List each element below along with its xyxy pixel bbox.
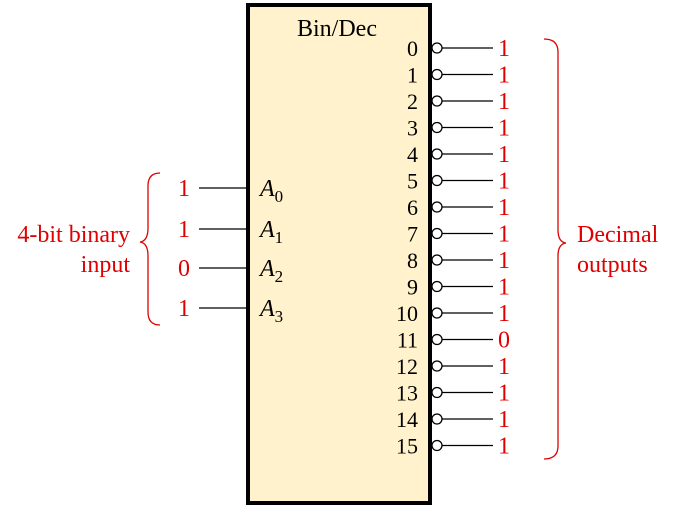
inversion-bubble [431,333,443,346]
input-brace [139,172,161,326]
output-pin-12: 12 1 [396,354,510,380]
output-value: 0 [498,328,510,354]
output-pin-13: 13 1 [396,381,510,407]
inversion-bubble [431,307,443,319]
output-value: 1 [498,275,510,301]
input-value: 1 [178,296,190,322]
inversion-bubble [431,360,443,372]
output-pin-label: 5 [407,169,418,194]
input-pin-A1: 1 A1 [178,217,283,247]
output-pin-label: 14 [396,407,418,432]
inversion-bubble [431,413,443,425]
output-pin-label: 3 [407,116,418,141]
output-value: 1 [498,222,510,248]
output-pin-label: 12 [396,354,418,379]
output-pin-label: 9 [407,275,418,300]
decoder-chip-body [246,3,432,505]
output-pin-label: 10 [396,301,418,326]
output-pin-label: 0 [407,36,418,61]
output-value: 1 [498,142,510,168]
output-value: 1 [498,63,510,89]
input-pin-A3: 1 A3 [178,296,283,326]
output-value: 1 [498,381,510,407]
inversion-bubble [431,121,443,134]
output-value: 1 [498,407,510,433]
chip-title: Bin/Dec [297,16,377,42]
output-pin-label: 15 [396,434,418,459]
inversion-bubble [431,201,443,213]
input-pin-A0: 1 A0 [178,176,283,206]
output-label-line2: outputs [577,252,648,278]
output-brace [543,38,567,460]
output-pin-10: 10 1 [396,301,510,327]
inversion-bubble [431,386,443,399]
output-pin-label: 1 [407,63,418,88]
output-pin-label: 8 [407,248,418,273]
output-value: 1 [498,354,510,380]
output-pin-15: 15 1 [396,434,510,460]
output-value: 1 [498,248,510,274]
output-value: 1 [498,116,510,142]
inversion-bubble [431,439,443,452]
inversion-bubble [431,280,443,293]
input-pin-label: A0 [258,176,283,206]
output-value: 1 [498,301,510,327]
output-pin-label: 11 [397,328,418,353]
output-value: 1 [498,434,510,460]
input-value: 0 [178,256,190,282]
inversion-bubble [431,148,443,160]
input-pin-A2: 0 A2 [178,256,283,286]
output-value: 1 [498,36,510,62]
output-pin-label: 13 [396,381,418,406]
input-pin-label: A2 [258,256,283,286]
output-value: 1 [498,89,510,115]
output-value: 1 [498,169,510,195]
output-pin-11: 11 0 [397,328,510,354]
input-pin-label: A3 [258,296,283,326]
inversion-bubble [431,68,443,81]
input-label-line1: 4-bit binary [17,222,130,248]
output-pin-label: 2 [407,89,418,114]
output-value: 1 [498,195,510,221]
input-label-line2: input [81,252,131,278]
inversion-bubble [431,227,443,240]
input-value: 1 [178,217,190,243]
output-label-line1: Decimal [577,222,659,248]
output-pin-label: 4 [407,142,418,167]
inversion-bubble [431,254,443,266]
inversion-bubble [431,42,443,54]
output-pin-label: 6 [407,195,418,220]
output-pin-14: 14 1 [396,407,510,433]
input-pin-label: A1 [258,217,283,247]
inversion-bubble [431,95,443,107]
input-value: 1 [178,176,190,202]
inversion-bubble [431,174,443,187]
output-pin-label: 7 [407,222,418,247]
